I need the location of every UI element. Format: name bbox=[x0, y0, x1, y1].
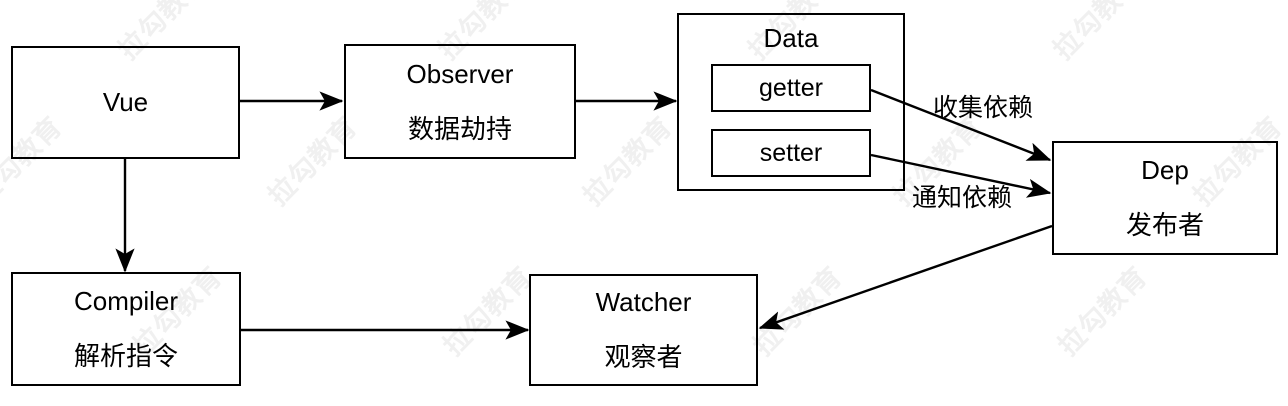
node-data[interactable]: Data bbox=[677, 13, 905, 191]
node-watcher-title: Watcher bbox=[595, 287, 692, 318]
node-observer-subtitle: 数据劫持 bbox=[407, 113, 512, 144]
node-observer[interactable]: Observer 数据劫持 bbox=[344, 44, 576, 159]
node-compiler-title: Compiler bbox=[73, 286, 179, 317]
node-observer-title: Observer bbox=[406, 58, 514, 89]
node-data-title: Data bbox=[763, 23, 819, 53]
node-watcher[interactable]: Watcher 观察者 bbox=[529, 274, 758, 386]
node-vue[interactable]: Vue bbox=[11, 46, 240, 159]
edge-setter-dep bbox=[870, 153, 1052, 198]
edge-getter-dep bbox=[870, 88, 1052, 162]
edge-dep-watcher bbox=[758, 224, 1053, 330]
node-setter-label: setter bbox=[759, 138, 823, 167]
node-setter[interactable]: setter bbox=[711, 129, 871, 177]
node-getter[interactable]: getter bbox=[711, 64, 871, 112]
node-compiler-subtitle: 解析指令 bbox=[73, 341, 178, 371]
edge-label-notify-dependency: 通知依赖 bbox=[912, 184, 1013, 212]
node-getter-label: getter bbox=[759, 73, 823, 102]
node-dep-title: Dep bbox=[1141, 155, 1189, 186]
node-watcher-subtitle: 观察者 bbox=[604, 342, 683, 372]
node-dep[interactable]: Dep 发布者 bbox=[1052, 141, 1278, 255]
node-vue-title: Vue bbox=[102, 87, 149, 118]
node-dep-subtitle: 发布者 bbox=[1125, 210, 1204, 240]
edge-label-collect-dependency: 收集依赖 bbox=[933, 94, 1034, 122]
node-compiler[interactable]: Compiler 解析指令 bbox=[11, 272, 241, 386]
